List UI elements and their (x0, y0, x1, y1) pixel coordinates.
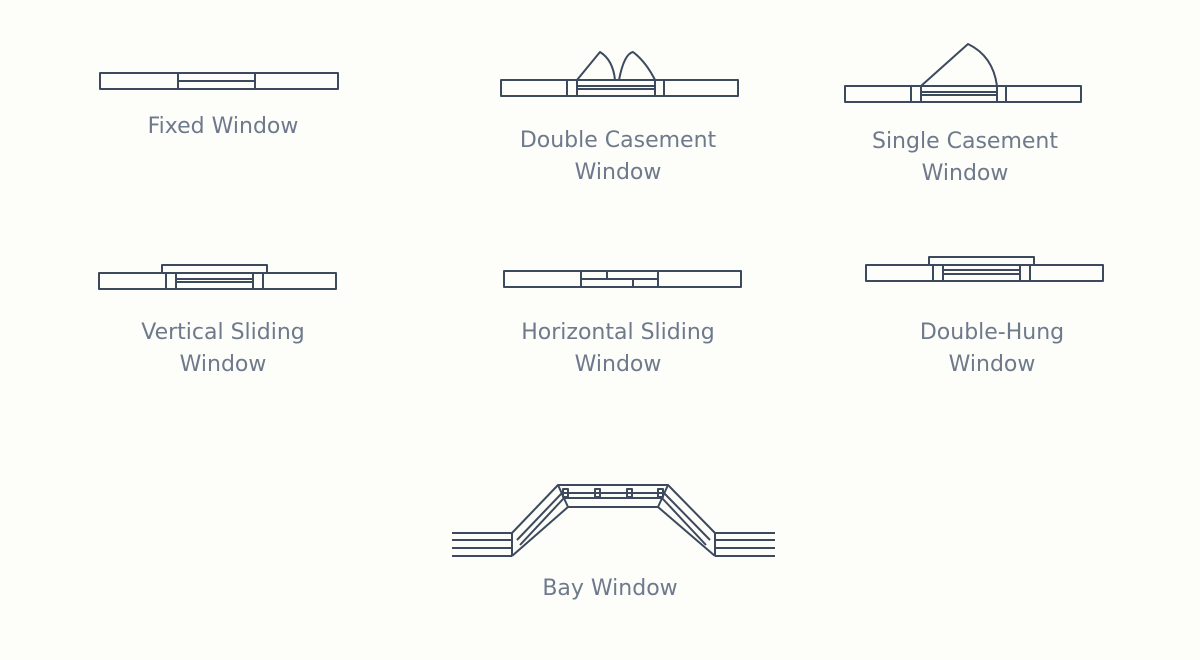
single-casement-window-label: Single Casement Window (845, 126, 1085, 190)
vertical-sliding-window-label: Vertical Sliding Window (103, 317, 343, 381)
horizontal-sliding-window-label-line-1: Horizontal Sliding (521, 320, 715, 345)
double-hung-window-label: Double-Hung Window (872, 317, 1112, 381)
double-hung-window-label-line-2: Window (948, 352, 1036, 377)
vertical-sliding-window-label-line-2: Window (179, 352, 267, 377)
double-hung-window-label-line-1: Double-Hung (919, 320, 1065, 345)
bay-window-label: Bay Window (490, 573, 730, 605)
horizontal-sliding-window-label: Horizontal Sliding Window (498, 317, 738, 381)
double-casement-window-label: Double Casement Window (498, 125, 738, 189)
bay-window-label-line: Bay Window (542, 576, 678, 601)
horizontal-sliding-window-label-line-2: Window (574, 352, 662, 377)
double-casement-window-label-line-2: Window (574, 160, 662, 185)
fixed-window-label: Fixed Window (103, 111, 343, 143)
double-casement-window-label-line-1: Double Casement (519, 128, 717, 153)
fixed-window-label-line: Fixed Window (147, 114, 299, 139)
single-casement-window-label-line-1: Single Casement (871, 129, 1058, 154)
vertical-sliding-window-label-line-1: Vertical Sliding (141, 320, 305, 345)
single-casement-window-label-line-2: Window (921, 161, 1009, 186)
